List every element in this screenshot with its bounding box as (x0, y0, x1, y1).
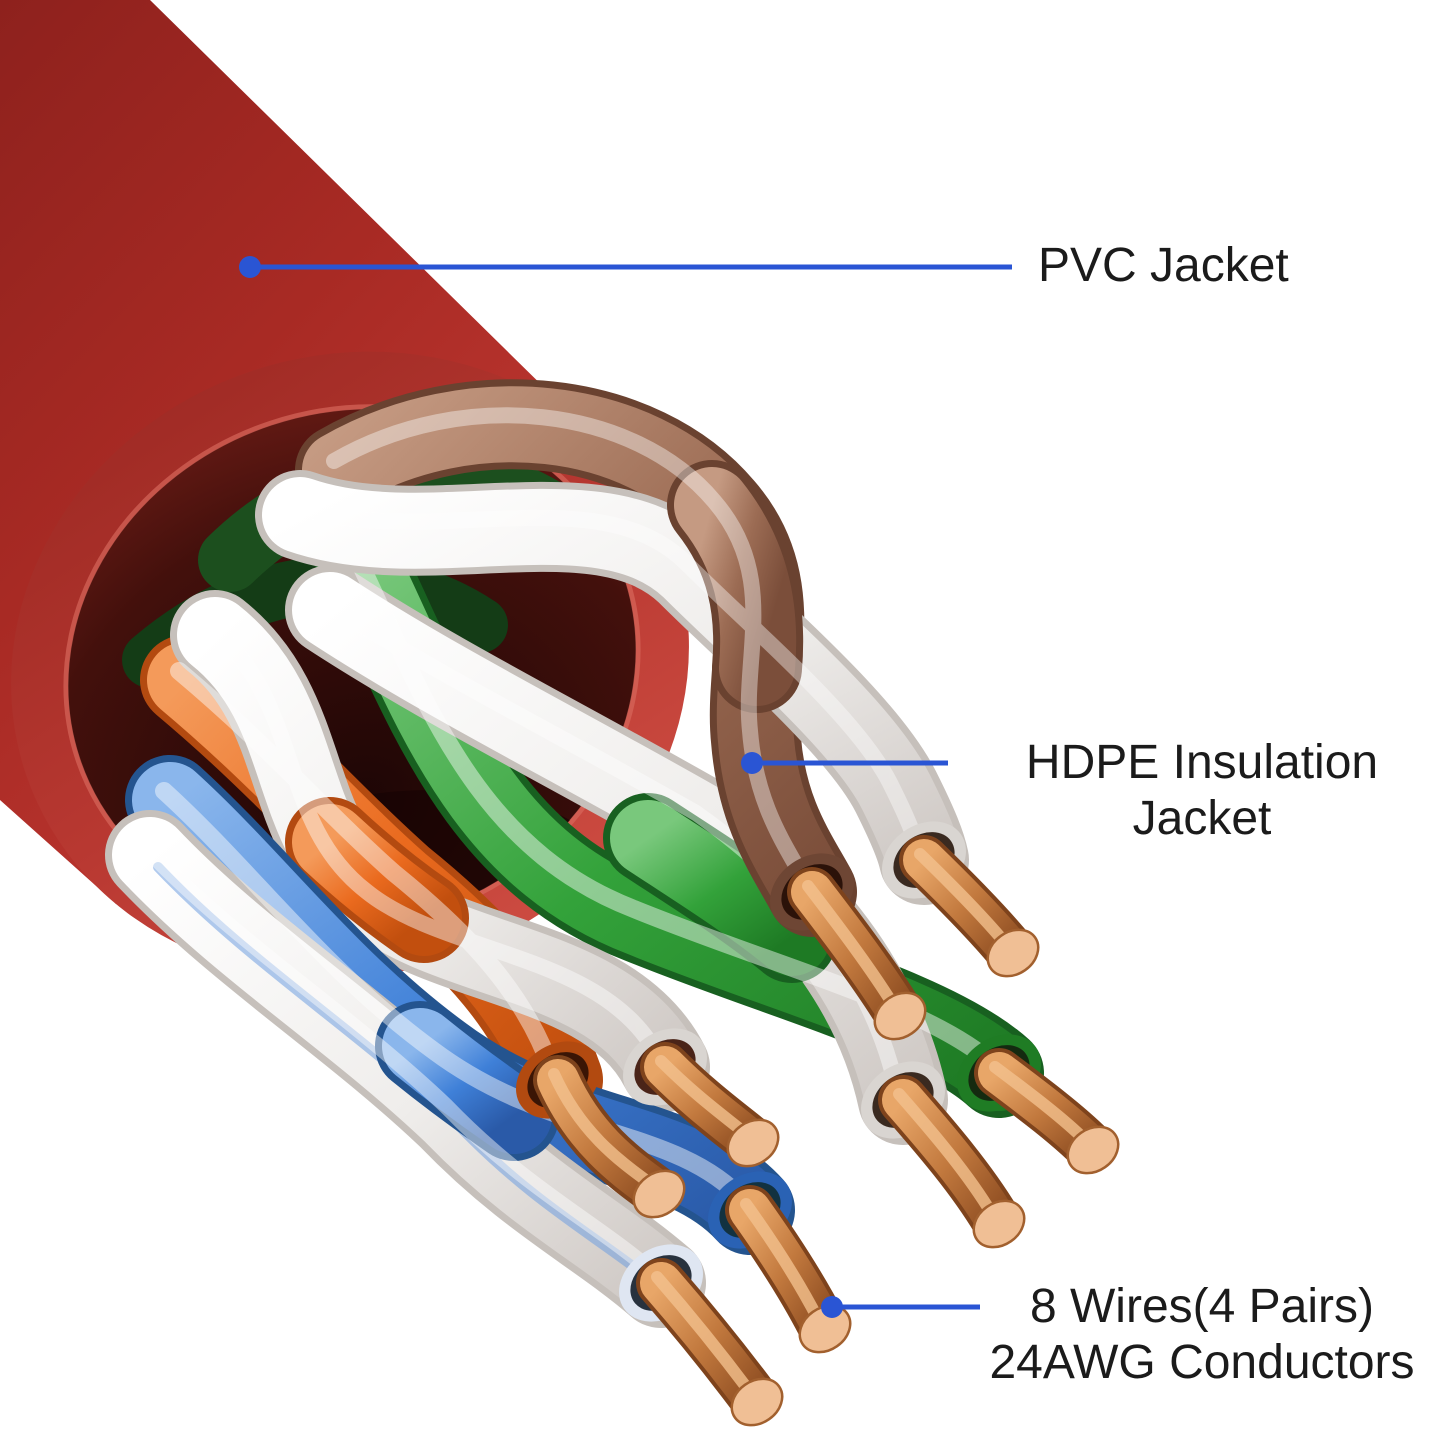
copper-rod (974, 1048, 1120, 1175)
copper-rod (636, 1258, 784, 1427)
wire-pair-blue (105, 755, 795, 1328)
pvc-jacket-label: PVC Jacket (1038, 239, 1289, 292)
wire-pair-orange (140, 590, 710, 1125)
leader-pvc-jacket (239, 256, 1012, 278)
conductors-leader-dot (821, 1296, 843, 1318)
leader-conductors (821, 1296, 980, 1318)
hdpe-leader-dot (741, 752, 763, 774)
callout-hdpe-insulation: HDPE Insulation Jacket (962, 735, 1442, 847)
orange-pair-highlight (170, 618, 667, 1080)
copper-rod (640, 1042, 780, 1168)
copper-rod (878, 1075, 1026, 1249)
stripped-wire-ends (516, 821, 1120, 1427)
copper-rod (725, 1185, 852, 1354)
wire-pair-brown (255, 379, 969, 937)
copper-rod (899, 835, 1040, 978)
copper-conductors (533, 835, 1120, 1427)
conductors-label-line2: 24AWG Conductors (989, 1336, 1415, 1390)
copper-rod (533, 1055, 686, 1219)
blue-pair-highlight (136, 782, 753, 1282)
copper-rod (787, 867, 927, 1041)
hdpe-label-line1: HDPE Insulation (1025, 736, 1379, 789)
hdpe-label-line2: Jacket (1132, 792, 1272, 846)
conductors-label-line1: 8 Wires(4 Pairs) (1029, 1280, 1375, 1333)
callout-conductors: 8 Wires(4 Pairs) 24AWG Conductors (962, 1279, 1442, 1391)
callout-pvc-jacket: PVC Jacket (1038, 238, 1289, 294)
pvc-leader-dot (239, 256, 261, 278)
brown-pair-highlight (286, 407, 926, 891)
leader-hdpe-insulation (741, 752, 948, 774)
